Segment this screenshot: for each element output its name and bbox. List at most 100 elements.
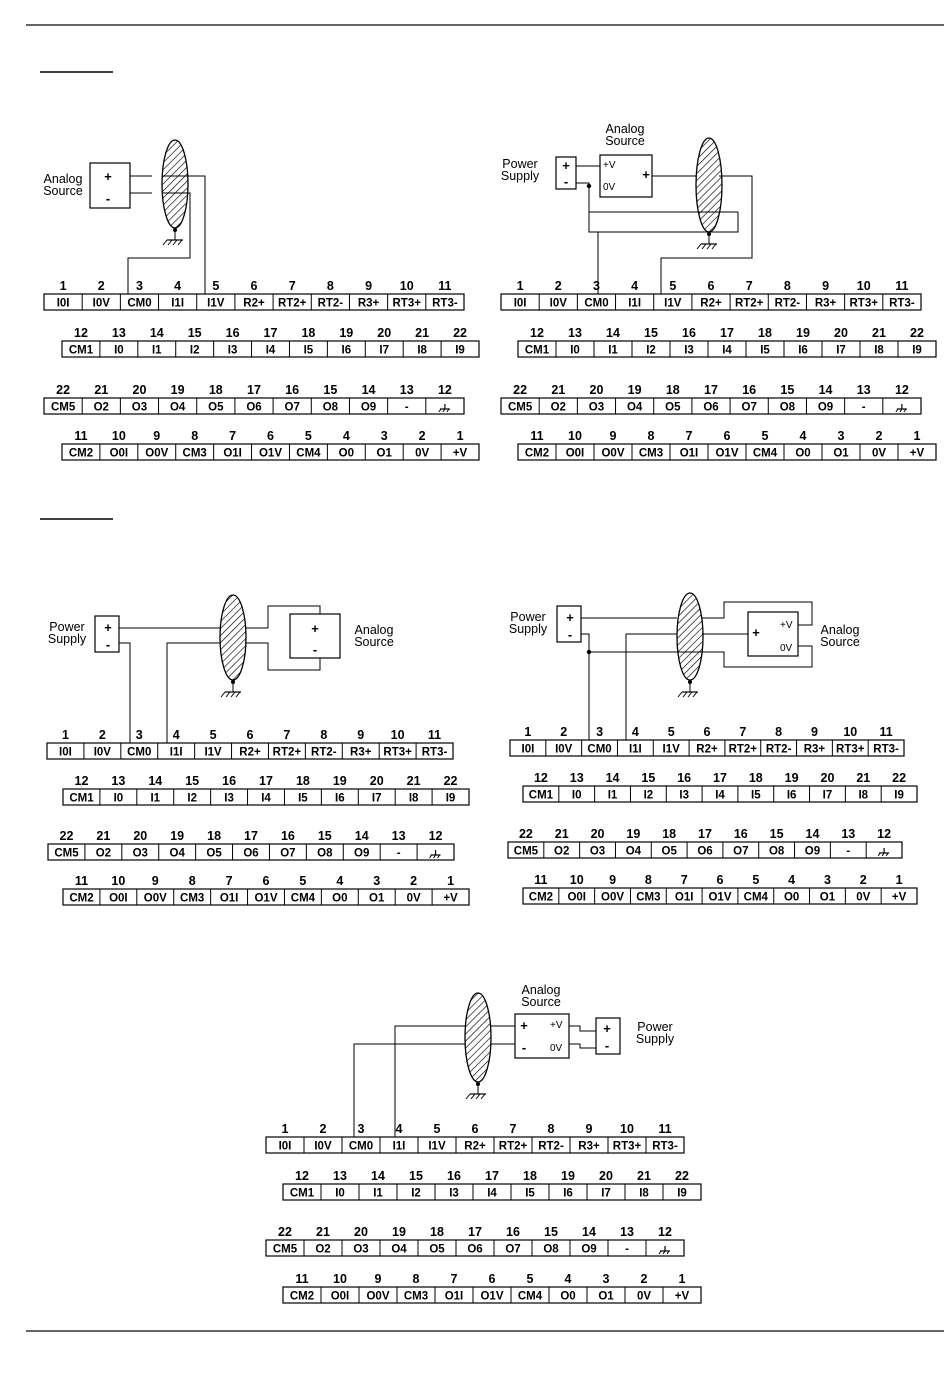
- terminal-label: O4: [627, 402, 643, 414]
- d2-row-3: 22CM521O220O319O418O517O616O715O814O913-…: [500, 383, 922, 415]
- terminal-number: 22: [453, 326, 467, 340]
- terminal-number: 6: [263, 874, 270, 888]
- terminal-label: I0I: [57, 298, 70, 310]
- terminal-number: 9: [365, 279, 372, 293]
- analog-source-label-line1: Analog: [821, 623, 860, 637]
- terminal-number: 8: [648, 429, 655, 443]
- terminal-number: 19: [392, 1225, 406, 1239]
- ground-icon: [877, 852, 881, 857]
- terminal-label: I1V: [663, 744, 681, 756]
- terminal-number: 13: [112, 326, 126, 340]
- terminal-number: 22: [56, 383, 70, 397]
- terminal-number: 14: [150, 326, 164, 340]
- terminal-label: CM4: [296, 448, 321, 460]
- terminal-number: 2: [641, 1272, 648, 1286]
- d1-row-3: 22CM521O220O319O418O517O616O715O814O913-…: [43, 383, 465, 415]
- terminal-label: I0: [114, 345, 124, 357]
- terminal-number: 6: [251, 279, 258, 293]
- terminal-label: CM1: [290, 1188, 315, 1200]
- terminal-label: CM4: [518, 1291, 543, 1303]
- terminal-label: O1V: [708, 892, 731, 904]
- terminal-label: I7: [379, 345, 389, 357]
- terminal-label: I0I: [514, 298, 527, 310]
- wire: [267, 605, 321, 628]
- terminal-label: I5: [525, 1188, 535, 1200]
- terminal-label: I6: [787, 790, 797, 802]
- terminal-label: I2: [644, 790, 654, 802]
- terminal-number: 12: [295, 1169, 309, 1183]
- terminal-number: 6: [724, 429, 731, 443]
- ground-icon: [881, 852, 885, 857]
- terminal-number: 17: [264, 326, 278, 340]
- terminal-label: O2: [551, 402, 566, 414]
- ground-icon: [437, 854, 440, 859]
- terminal-number: 18: [662, 827, 676, 841]
- terminal-label: CM5: [273, 1244, 298, 1256]
- terminal-label: 0V: [637, 1291, 651, 1303]
- d2-row-2: 12CM113I014I115I216I317I418I519I620I721I…: [517, 326, 937, 358]
- terminal-label: RT2-: [538, 1141, 564, 1153]
- terminal-number: 18: [758, 326, 772, 340]
- terminal-number: 6: [708, 279, 715, 293]
- terminal-label: O9: [805, 846, 820, 858]
- terminal-number: 2: [320, 1122, 327, 1136]
- terminal-number: 17: [704, 383, 718, 397]
- terminal-number: 9: [609, 873, 616, 887]
- terminal-label: CM0: [584, 298, 608, 310]
- terminal-label: O3: [590, 846, 605, 858]
- analog-source-box: [514, 1013, 570, 1059]
- terminal-label: I7: [372, 793, 382, 805]
- plus-sign: +: [603, 1021, 611, 1036]
- terminal-number: 16: [281, 829, 295, 843]
- terminal-strip: [47, 843, 455, 861]
- terminal-label: RT3-: [422, 747, 448, 759]
- terminal-label: O3: [353, 1244, 368, 1256]
- terminal-number: 3: [824, 873, 831, 887]
- wire: [394, 1025, 465, 1137]
- terminal-number: 11: [74, 429, 87, 443]
- d5-row-3: 22CM521O220O319O418O517O616O715O814O913-…: [265, 1225, 685, 1257]
- terminal-label: O5: [208, 402, 224, 414]
- terminal-label: O0V: [601, 448, 624, 460]
- d4-row-3: 22CM521O220O319O418O517O616O715O814O913-…: [507, 827, 903, 859]
- terminal-label: RT3+: [613, 1141, 642, 1153]
- terminal-number: 1: [524, 725, 531, 739]
- terminal-number: 2: [876, 429, 883, 443]
- terminal-number: 4: [565, 1272, 572, 1286]
- shielded-cable: [676, 592, 704, 698]
- terminal-label: O2: [94, 402, 109, 414]
- terminal-number: 15: [185, 774, 199, 788]
- terminal-number: 1: [914, 429, 921, 443]
- earth-icon: [711, 243, 717, 250]
- terminal-number: 9: [153, 429, 160, 443]
- terminal-number: 17: [247, 383, 261, 397]
- terminal-label: +V: [453, 448, 468, 460]
- terminal-label: R2+: [700, 298, 722, 310]
- analog-source-label-line1: Analog: [355, 623, 394, 637]
- terminal-label: 0V: [856, 892, 870, 904]
- wire: [569, 1043, 596, 1049]
- terminal-number: 12: [658, 1225, 672, 1239]
- terminal-number: 5: [527, 1272, 534, 1286]
- ground-icon: [429, 854, 432, 859]
- terminal-number: 3: [603, 1272, 610, 1286]
- terminal-label: CM3: [404, 1291, 428, 1303]
- terminal-number: 14: [819, 383, 833, 397]
- terminal-label: O6: [703, 402, 718, 414]
- terminal-number: 11: [428, 728, 441, 742]
- terminal-strip: [509, 739, 905, 757]
- earth-icon: [706, 243, 712, 250]
- terminal-number: 9: [610, 429, 617, 443]
- terminal-number: 5: [669, 279, 676, 293]
- earth-dot: [688, 680, 692, 684]
- terminal-number: 2: [98, 279, 105, 293]
- terminal-number: 5: [305, 429, 312, 443]
- wire: [625, 633, 677, 740]
- terminal-number: 2: [410, 874, 417, 888]
- terminal-strip: [507, 841, 903, 859]
- terminal-number: 10: [857, 279, 871, 293]
- terminal-label: CM2: [525, 448, 549, 460]
- plus-sign: +: [566, 610, 574, 625]
- terminal-label: O1I: [675, 892, 694, 904]
- wire: [702, 601, 813, 626]
